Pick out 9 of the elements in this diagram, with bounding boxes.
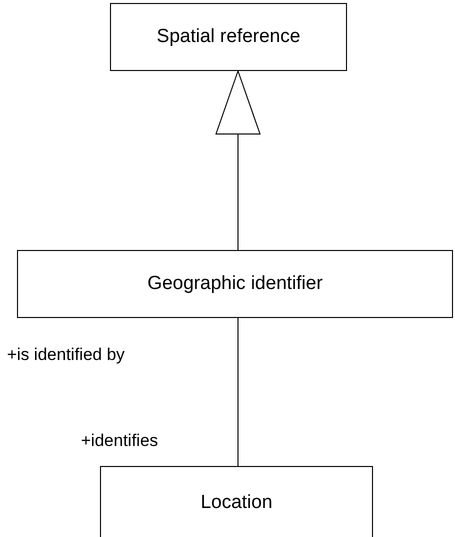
role-label: +identifies	[81, 430, 158, 452]
generalization-arrow	[216, 70, 260, 250]
class-box	[110, 3, 347, 71]
class-name: Spatial reference	[156, 24, 300, 49]
class-name: Location	[200, 491, 272, 515]
class-name: Geographic identifier	[147, 272, 323, 296]
class-box	[100, 466, 373, 537]
class-box	[17, 250, 453, 318]
role-label: +is identified by	[7, 344, 125, 366]
